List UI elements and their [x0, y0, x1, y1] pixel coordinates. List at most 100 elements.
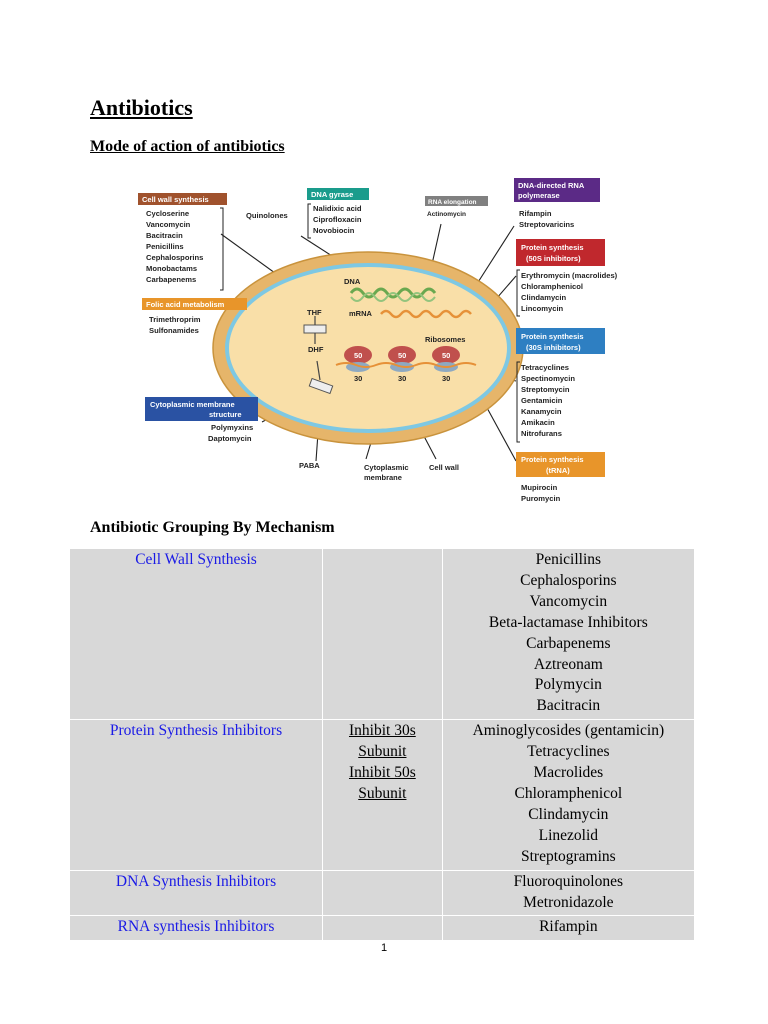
svg-text:Protein synthesis: Protein synthesis: [521, 332, 584, 341]
drug-name: Aminoglycosides (gentamicin): [472, 722, 665, 740]
box-cytoplasmic-membrane-structure: Cytoplasmic membrane structure: [145, 397, 258, 421]
drug-name: Streptogramins: [520, 847, 616, 865]
svg-text:DNA-directed RNA: DNA-directed RNA: [518, 181, 585, 190]
box-protein-synthesis-trna: Protein synthesis (tRNA): [516, 452, 605, 477]
subtype-cell: [322, 915, 443, 942]
subtype-text: Subunit: [358, 743, 407, 761]
folate-arrow-3: [316, 360, 321, 381]
label-thf: THF: [307, 308, 322, 317]
drug-rna-elongation-1: Actinomycin: [427, 211, 466, 218]
label-ribo-50-3: 50: [442, 351, 450, 360]
group-name: Protein Synthesis Inhibitors: [109, 722, 283, 740]
drug-cell-wall-7: Carbapenems: [146, 275, 196, 284]
drug-50s-1: Erythromycin (macrolides): [521, 271, 618, 280]
svg-text:(tRNA): (tRNA): [546, 466, 570, 475]
svg-text:DNA gyrase: DNA gyrase: [311, 190, 353, 199]
table-heading: Antibiotic Grouping By Mechanism: [90, 519, 335, 536]
label-ribo-30-2: 30: [398, 374, 406, 383]
drug-name: Aztreonam: [533, 655, 603, 673]
drug-cell-wall-2: Vancomycin: [146, 220, 191, 229]
drug-rna-polymerase-1: Rifampin: [519, 209, 552, 218]
pointer-trna: [485, 405, 517, 462]
drug-gyrase-2: Ciprofloxacin: [313, 215, 362, 224]
drug-name: Beta-lactamase Inhibitors: [488, 613, 648, 631]
group-name-cell: DNA Synthesis Inhibitors: [68, 869, 324, 917]
drug-trna-1: Mupirocin: [521, 483, 558, 492]
group-name-cell: RNA synthesis Inhibitors: [68, 915, 324, 942]
drug-30s-1: Tetracyclines: [521, 363, 569, 372]
antibiotic-mechanism-diagram: DNA mRNA THF DHF Ribosomes 50 50 50 30 3…: [136, 176, 636, 512]
group-name: DNA Synthesis Inhibitors: [115, 872, 277, 890]
section-title: Mode of action of antibiotics: [90, 138, 285, 155]
box-protein-synthesis-30s: Protein synthesis (30S inhibitors): [516, 328, 605, 354]
drug-name: Macrolides: [533, 764, 604, 782]
page-number: 1: [380, 942, 388, 954]
drug-name: Penicillins: [535, 551, 602, 568]
svg-text:(50S inhibitors): (50S inhibitors): [526, 254, 581, 263]
box-rna-elongation: RNA elongation: [425, 196, 488, 206]
group-name: Cell Wall Synthesis: [135, 551, 257, 568]
drug-cell-wall-1: Cycloserine: [146, 209, 189, 218]
folate-enzyme-block-2: [308, 377, 334, 395]
drug-name: Vancomycin: [529, 592, 608, 610]
drug-50s-2: Chloramphenicol: [521, 282, 583, 291]
mrna-strand: [380, 309, 472, 319]
table-row: RNA synthesis Inhibitors Rifampin: [68, 915, 696, 942]
dna-strand: [349, 287, 437, 299]
subtype-cell: [322, 547, 443, 721]
label-quinolones: Quinolones: [246, 211, 288, 220]
box-folic-acid-metabolism: Folic acid metabolism: [142, 298, 247, 310]
svg-text:polymerase: polymerase: [518, 191, 560, 200]
drug-rna-polymerase-2: Streptovaricins: [519, 220, 574, 229]
svg-text:Cell wall synthesis: Cell wall synthesis: [142, 195, 209, 204]
page-title: Antibiotics: [90, 95, 193, 120]
dna-strand-2: [350, 292, 436, 302]
drugs-cell: Rifampin: [441, 915, 696, 942]
svg-text:structure: structure: [209, 410, 242, 419]
drug-brackets: [220, 203, 520, 443]
drug-50s-3: Clindamycin: [521, 293, 567, 302]
subtype-cell: [322, 869, 443, 917]
drug-cell-wall-4: Penicillins: [146, 242, 184, 251]
drug-cell-wall-5: Cephalosporins: [146, 253, 203, 262]
drug-name: Bacitracin: [536, 697, 601, 715]
subtype-text: Inhibit 30s: [348, 722, 416, 740]
label-ribo-30-3: 30: [442, 374, 450, 383]
box-protein-synthesis-50s: Protein synthesis (50S inhibitors): [516, 239, 605, 266]
drug-name: Clindamycin: [528, 805, 609, 823]
drug-name: Cephalosporins: [520, 571, 617, 589]
label-ribo-30-1: 30: [354, 374, 362, 383]
box-cell-wall-synthesis: Cell wall synthesis: [138, 193, 227, 205]
drug-30s-2: Spectinomycin: [521, 374, 575, 383]
drug-name: Rifampin: [539, 918, 598, 936]
drug-name: Polymycin: [534, 676, 602, 694]
drug-gyrase-3: Novobiocin: [313, 226, 355, 235]
label-dna: DNA: [344, 277, 361, 286]
drug-30s-3: Streptomycin: [521, 385, 570, 394]
drug-30s-5: Kanamycin: [521, 407, 562, 416]
group-name-cell: Protein Synthesis Inhibitors: [68, 719, 324, 871]
drug-folic-1: Trimethroprim: [149, 315, 201, 324]
ribosome-mrna: [335, 362, 477, 368]
drug-cell-wall-6: Monobactams: [146, 264, 197, 273]
label-dhf: DHF: [308, 345, 324, 354]
label-cell-wall: Cell wall: [429, 463, 459, 472]
drug-name: Chloramphenicol: [514, 784, 623, 802]
folate-enzyme-block-1: [303, 324, 327, 334]
label-cytoplasmic-membrane-1: Cytoplasmic: [364, 463, 409, 472]
label-ribo-50-1: 50: [354, 351, 362, 360]
group-name-cell: Cell Wall Synthesis: [68, 547, 324, 721]
subtype-text: Inhibit 50s: [348, 764, 416, 782]
diagram-svg: DNA mRNA THF DHF Ribosomes 50 50 50 30 3…: [138, 178, 618, 503]
drug-name: Fluoroquinolones: [513, 872, 624, 890]
svg-text:Cytoplasmic membrane: Cytoplasmic membrane: [150, 400, 235, 409]
group-name: RNA synthesis Inhibitors: [117, 918, 275, 936]
svg-text:Protein synthesis: Protein synthesis: [521, 455, 584, 464]
drug-trna-2: Puromycin: [521, 494, 561, 503]
svg-text:Protein synthesis: Protein synthesis: [521, 243, 584, 252]
drug-membrane-2: Daptomycin: [208, 434, 252, 443]
drug-name: Tetracyclines: [527, 743, 610, 761]
